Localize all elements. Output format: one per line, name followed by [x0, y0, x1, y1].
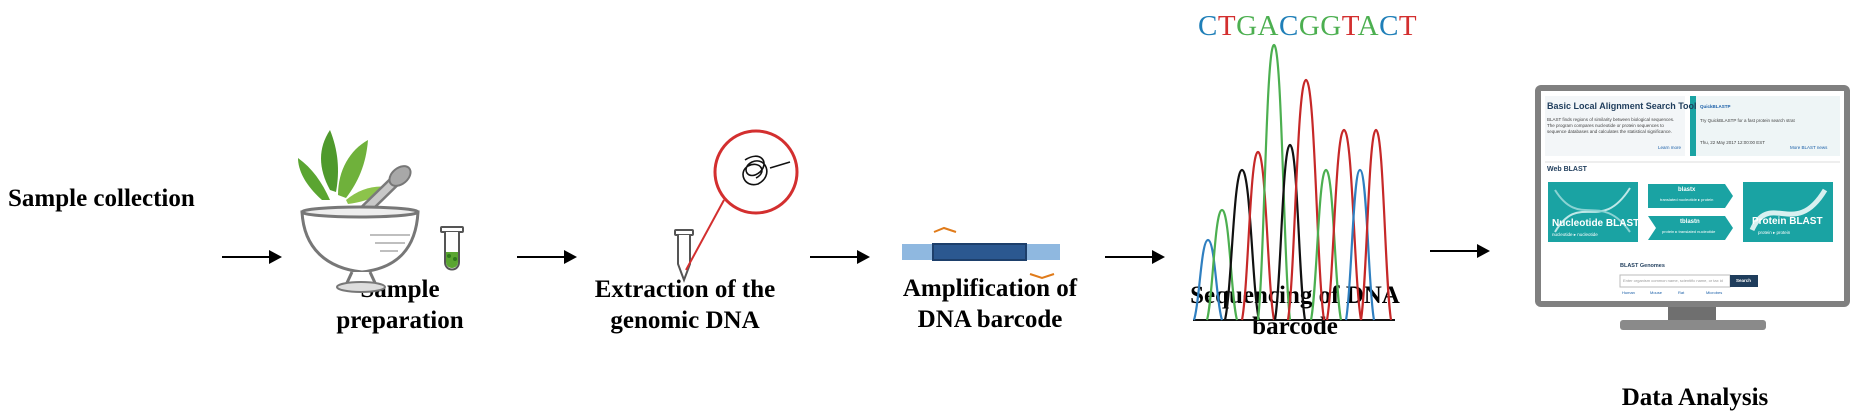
sequence-base: C [1379, 10, 1399, 42]
step-label-sample-collection: Sample collection [8, 183, 195, 214]
sequence-base: C [1278, 10, 1299, 42]
more-news-link[interactable]: More BLAST news [1790, 145, 1828, 150]
step-label-line1: Extraction of the [594, 276, 776, 303]
learn-more-link[interactable]: Learn more [1658, 145, 1682, 150]
step-label-line2: DNA barcode [917, 306, 1063, 333]
tblastn-sub: protein ▸ translated nucleotide [1662, 229, 1716, 234]
chromatogram [1192, 43, 1395, 321]
step-label-line1: Amplification of [902, 275, 1078, 302]
chromatogram-peak [1205, 208, 1239, 321]
protein-blast-sub: protein ▸ protein [1758, 230, 1791, 235]
sequence-base: A [1257, 10, 1279, 42]
blast-title: Basic Local Alignment Search Tool [1547, 101, 1697, 111]
nucleotide-blast-sub: nucleotide ▸ nucleotide [1552, 232, 1598, 237]
sequence-base: G [1236, 10, 1258, 42]
blastx-sub: translated nucleotide ▸ protein [1660, 197, 1714, 202]
chromatogram-peak [1325, 128, 1363, 321]
chromatogram-peak [1359, 128, 1393, 321]
genome-link-mouse[interactable]: Mouse [1650, 290, 1663, 295]
chromatogram-peak [1273, 143, 1307, 321]
flow-arrow [517, 250, 577, 264]
genome-link-human[interactable]: Human [1622, 290, 1635, 295]
chromatogram-peak [1192, 238, 1224, 321]
sequence-base: T [1398, 10, 1418, 42]
chromatogram-peak [1286, 78, 1326, 321]
tblastn-tile [1648, 216, 1733, 240]
tblastn-label[interactable]: tblastn [1680, 219, 1700, 225]
web-blast-heading: Web BLAST [1547, 166, 1587, 173]
flow-arrow [1430, 244, 1490, 258]
news-text: Try QuickBLASTP for a fast protein searc… [1700, 118, 1795, 123]
blastx-label[interactable]: blastx [1678, 187, 1696, 193]
genome-link-rat[interactable]: Rat [1678, 290, 1685, 295]
chromatogram-peak [1344, 168, 1376, 321]
genome-link-microbes[interactable]: Microbes [1706, 290, 1723, 295]
blastx-tile [1648, 184, 1733, 208]
protein-blast-label[interactable]: Protein BLAST [1752, 216, 1823, 227]
sample-tube-icon [440, 226, 464, 271]
step-label-text: Sample collection [8, 185, 195, 212]
pcr-amplicon-icon [902, 226, 1060, 280]
step-label-amplification: Amplification of DNA barcode [870, 273, 1110, 335]
sequence-base: G [1320, 10, 1342, 42]
news-title[interactable]: QuickBLASTP [1700, 104, 1731, 109]
dna-extraction-icon [674, 129, 799, 283]
flow-arrow [1105, 250, 1165, 264]
step-label-text: Data Analysis [1621, 384, 1769, 411]
sequence-base: A [1357, 10, 1380, 42]
blast-intro: BLAST finds regions of similarity betwee… [1547, 117, 1675, 134]
monitor-icon [1535, 85, 1850, 330]
nucleotide-blast-label[interactable]: Nucleotide BLAST [1552, 218, 1640, 229]
step-label-extraction: Extraction of the genomic DNA [565, 274, 805, 336]
chromatogram-peak [1256, 43, 1292, 321]
step-label-line2: genomic DNA [610, 307, 760, 334]
chromatogram-peak [1309, 168, 1343, 321]
flow-arrow [222, 250, 282, 264]
dna-sequence: CTGACGGTACT [1198, 10, 1417, 43]
genome-search-button[interactable]: Search [1736, 278, 1752, 283]
genome-search-input[interactable]: Enter organism common name, scientific n… [1623, 278, 1723, 283]
sequence-base: G [1298, 10, 1321, 42]
blast-genomes-heading: BLAST Genomes [1620, 263, 1665, 269]
sequence-base: T [1341, 10, 1358, 42]
sequence-base: C [1198, 10, 1218, 42]
chromatogram-peak [1240, 150, 1276, 321]
news-date: Thu, 22 May 2017 12:00:00 EST [1700, 140, 1766, 145]
mortar-pestle-icon [298, 130, 420, 293]
step-label-data-analysis: Data Analysis [1595, 382, 1795, 413]
step-label-line2: preparation [336, 307, 464, 334]
chromatogram-peak [1223, 168, 1261, 321]
flow-arrow [810, 250, 870, 264]
sequence-base: T [1217, 10, 1237, 42]
